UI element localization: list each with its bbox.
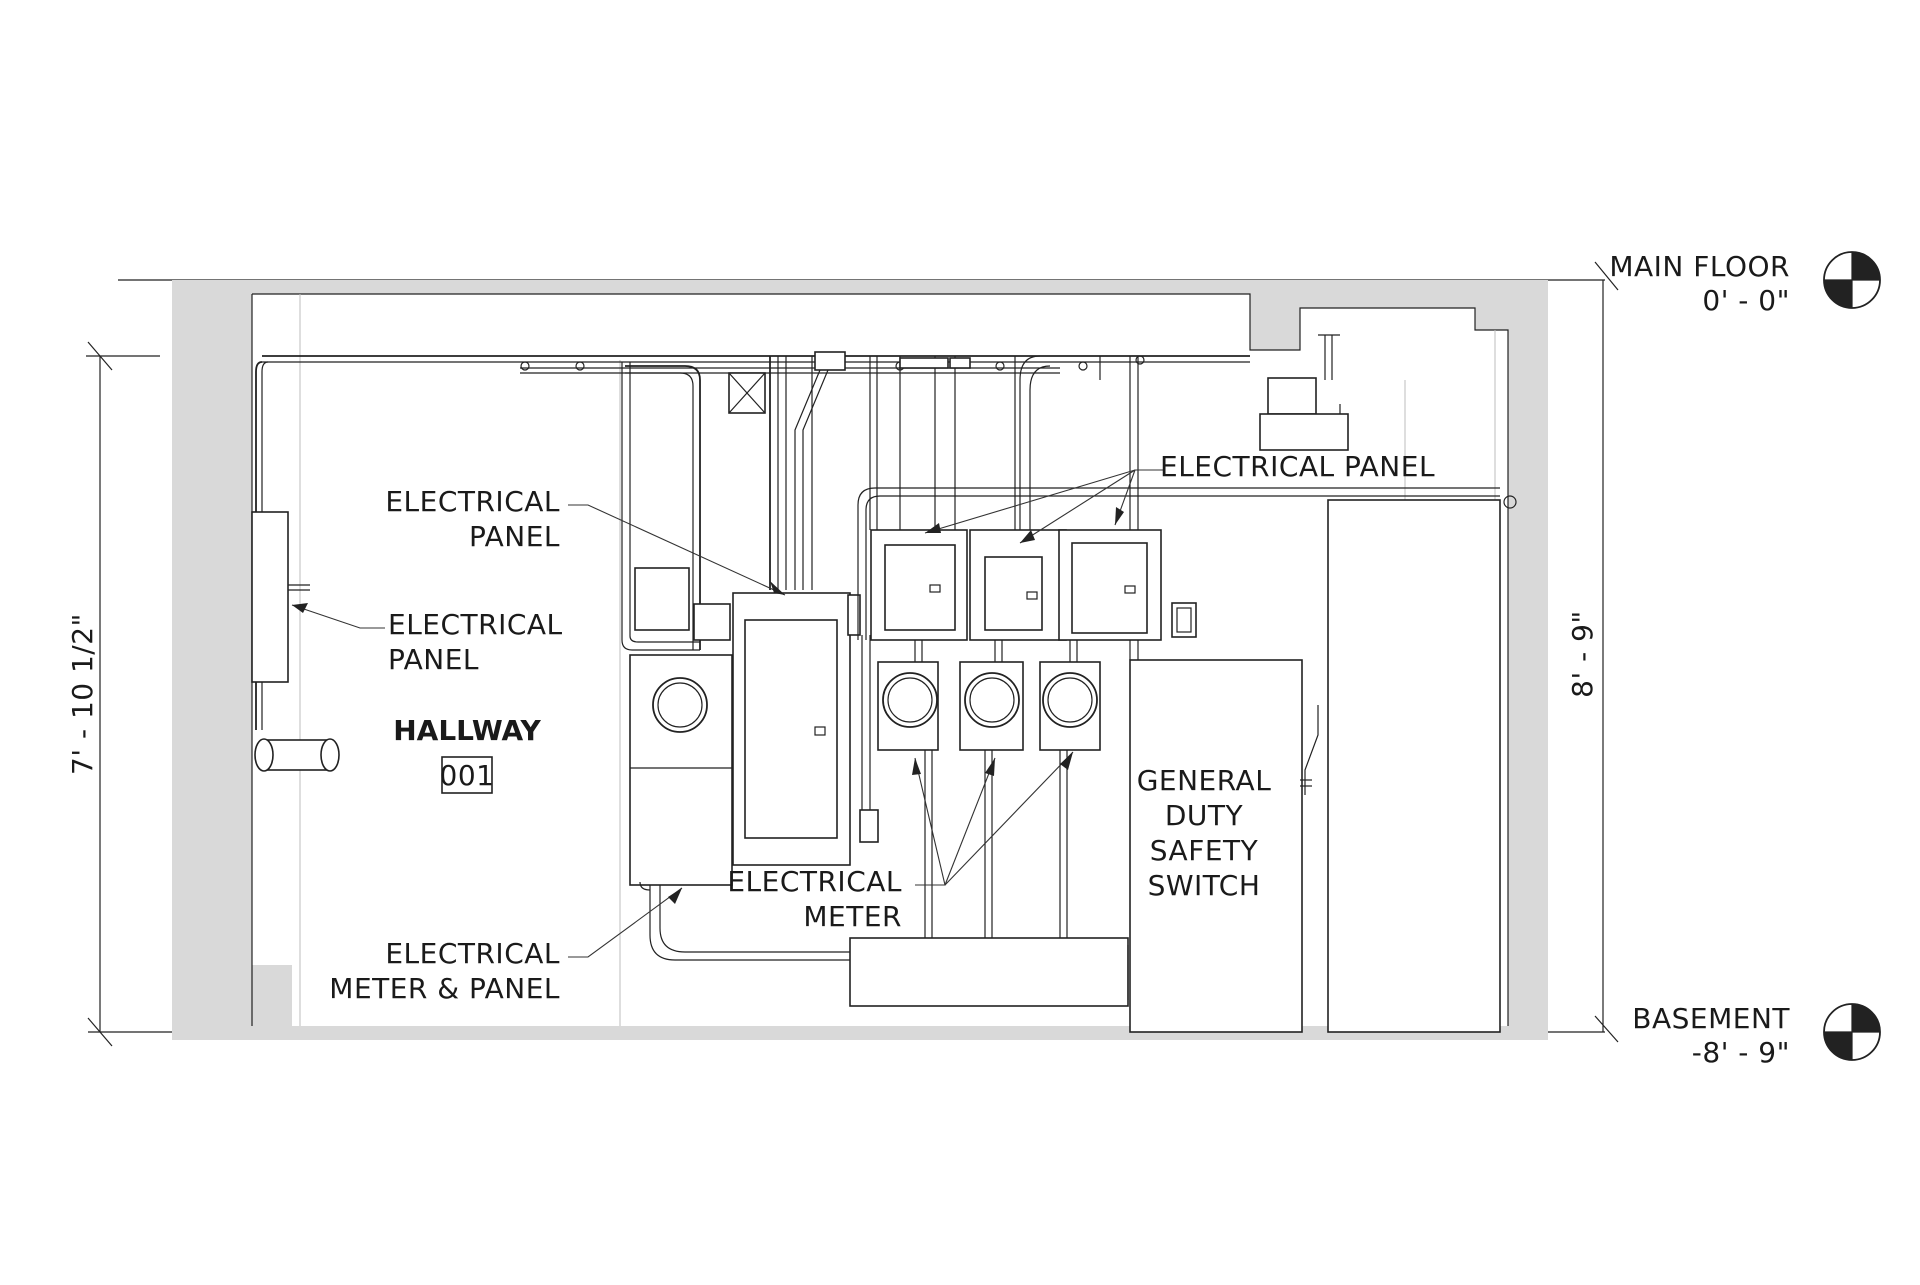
left-wall-panel [251, 511, 310, 683]
safety-switch-label-2: DUTY [1165, 799, 1244, 832]
dimension-left [86, 341, 160, 1047]
callout-meter-panel-1: ELECTRICAL [385, 937, 560, 970]
leader-arrowhead-icon [1020, 530, 1035, 543]
leader-arrowhead-icon [985, 758, 995, 776]
level-elevation-main-floor: 0' - 0" [1702, 284, 1790, 317]
callout-panel-left-wall-1: ELECTRICAL [388, 608, 563, 641]
callout-panel-upper-left-1: ELECTRICAL [385, 485, 560, 518]
small-enclosures [634, 567, 731, 641]
main-electrical-panel [732, 592, 879, 866]
meter-3 [1039, 640, 1101, 938]
room-number: 001 [440, 759, 495, 792]
meter-1 [877, 640, 939, 938]
level-datum-icon [1823, 251, 1881, 309]
room-number-box [441, 756, 493, 794]
ceiling-conduits [255, 351, 1250, 730]
room-name: HALLWAY [393, 714, 541, 747]
panel-row [857, 487, 1517, 641]
pipe-stub [254, 738, 340, 772]
level-name-basement: BASEMENT [1632, 1002, 1790, 1035]
leader-arrowhead-icon [292, 603, 308, 613]
meter-row [877, 640, 1101, 938]
wall-section [172, 280, 1548, 1040]
leader-arrowhead-icon [1060, 752, 1073, 770]
safety-switch-label-4: SWITCH [1148, 869, 1261, 902]
leader-arrowhead-icon [770, 581, 785, 595]
callout-meter-1: ELECTRICAL [727, 865, 902, 898]
leader-arrowhead-icon [668, 888, 682, 904]
safety-switch [1129, 659, 1319, 1033]
meter-and-panel-unit [629, 654, 850, 961]
wall-mounted-unit [1259, 334, 1349, 451]
dimension-left-label: 7' - 10 1/2" [66, 613, 99, 775]
junction-box [728, 372, 766, 414]
callout-meter-2: METER [803, 900, 902, 933]
callout-panel-left-wall-2: PANEL [388, 643, 479, 676]
level-datum-icon [1823, 1003, 1881, 1061]
conduit-loop [621, 362, 700, 651]
door [1327, 499, 1501, 1033]
wireway-trough [849, 937, 1129, 1007]
callout-panel-top-right: ELECTRICAL PANEL [1160, 450, 1435, 483]
leaders [291, 469, 1165, 958]
level-name-main-floor: MAIN FLOOR [1609, 250, 1790, 283]
callout-meter-panel-2: METER & PANEL [329, 972, 560, 1005]
meter-2 [959, 640, 1024, 938]
safety-switch-label-3: SAFETY [1150, 834, 1259, 867]
leader-arrowhead-icon [925, 523, 941, 533]
callout-panel-upper-left-2: PANEL [469, 520, 560, 553]
leader-arrowhead-icon [912, 758, 921, 775]
dimension-right-label: 8' - 9" [1566, 610, 1599, 698]
safety-switch-label-1: GENERAL [1137, 764, 1272, 797]
level-elevation-basement: -8' - 9" [1692, 1036, 1790, 1069]
receptacle [1171, 602, 1197, 638]
leader-arrowhead-icon [1115, 507, 1124, 525]
